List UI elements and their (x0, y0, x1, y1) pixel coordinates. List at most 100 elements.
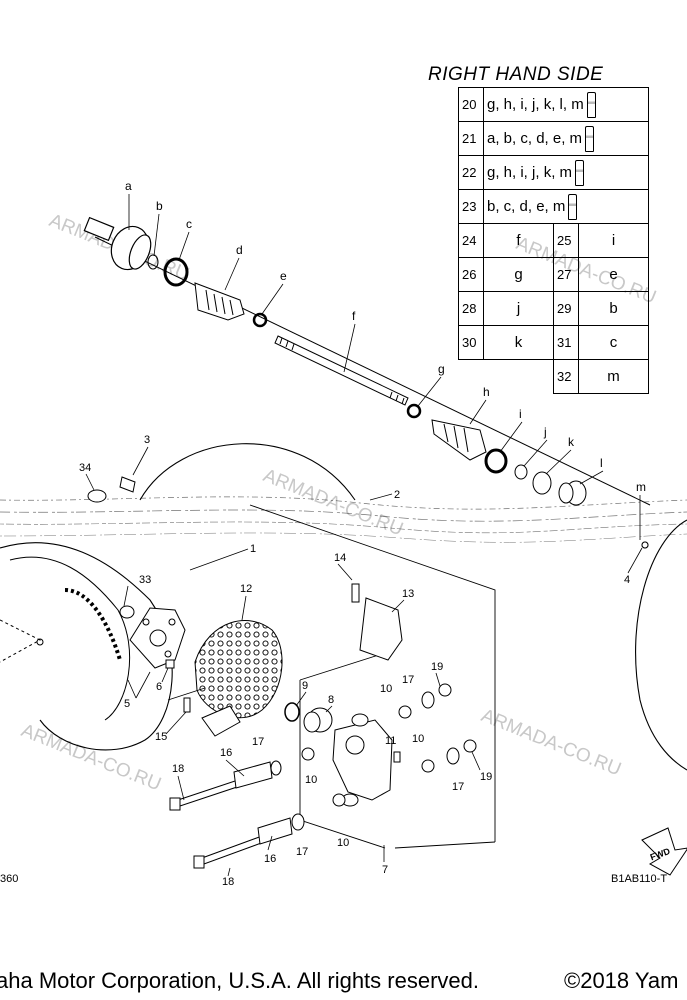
pair-num: 32 (553, 359, 579, 394)
kit-row: 22 g, h, i, j, k, m (458, 155, 649, 190)
callout-17d: 17 (296, 846, 308, 858)
kit-num: 23 (458, 189, 484, 224)
callout-6: 6 (156, 681, 162, 693)
tire-left (0, 443, 356, 751)
kit-parts-cell: b, c, d, e, m (483, 189, 649, 224)
callout-9: 9 (302, 680, 308, 692)
pair-val: e (578, 257, 649, 292)
callout-17b: 17 (402, 674, 414, 686)
callout-34: 34 (79, 462, 91, 474)
kit-parts: b, c, d, e, m (487, 197, 566, 215)
callout-7: 7 (382, 864, 388, 876)
label-letter-f: f (352, 309, 356, 323)
pair-num: 30 (458, 325, 484, 360)
watermark: ARMADA-CO.RU (18, 720, 164, 795)
scan-smear (0, 496, 687, 543)
callout-13: 13 (402, 588, 414, 600)
fwd-arrow-icon: FWD (641, 827, 687, 876)
callout-5: 5 (124, 698, 130, 710)
label-letter-g: g (438, 362, 445, 376)
kit-num: 21 (458, 121, 484, 156)
watermark: ARMADA-CO.RU (478, 705, 624, 780)
oring-k (532, 471, 552, 495)
kit-row: 20 g, h, i, j, k, l, m (458, 87, 649, 122)
label-letter-i: i (519, 407, 522, 421)
grease-bottle-icon (568, 193, 578, 220)
callout-17c: 17 (452, 781, 464, 793)
pair-num: 25 (553, 223, 579, 258)
number-leaders (85, 446, 643, 877)
callout-19a: 19 (431, 661, 443, 673)
pair-row: 32 m (459, 359, 649, 394)
letter-labels: a b c d e f g h i j k l m (125, 179, 646, 494)
label-letter-m: m (636, 480, 646, 494)
callout-19b: 19 (480, 771, 492, 783)
callout-16b: 16 (264, 853, 276, 865)
label-letter-k: k (568, 435, 575, 449)
brake-disc (194, 620, 283, 737)
pair-num: 31 (553, 325, 579, 360)
callout-8: 8 (328, 694, 334, 706)
bracket-13 (359, 597, 403, 661)
axle-axis-line (94, 236, 651, 506)
hub-bearing (303, 707, 333, 733)
callout-14: 14 (334, 552, 346, 564)
tire-right (635, 519, 687, 771)
small-bolts (87, 476, 649, 763)
pair-num: 27 (553, 257, 579, 292)
label-letter-b: b (156, 199, 163, 213)
kit-parts: g, h, i, j, k, m (487, 163, 573, 181)
grease-bottle-icon (586, 91, 596, 118)
callout-1: 1 (250, 543, 256, 555)
drive-shaft-f (274, 335, 409, 406)
kit-parts-cell: g, h, i, j, k, l, m (483, 87, 649, 122)
pair-row: 24 f 25 i (458, 223, 649, 258)
number-callouts: 1 2 3 4 5 6 7 8 9 10 10 10 10 11 12 13 1… (79, 434, 630, 888)
callout-2: 2 (394, 489, 400, 501)
callout-10c: 10 (305, 774, 317, 786)
circlip-b (147, 254, 159, 270)
callout-16a: 16 (220, 747, 232, 759)
label-letter-l: l (600, 456, 603, 470)
callout-10d: 10 (337, 837, 349, 849)
knuckle (332, 713, 393, 807)
label-letter-a: a (125, 179, 132, 193)
pair-val: k (483, 325, 554, 360)
pair-val: f (483, 223, 554, 258)
kit-legend-table: 20 g, h, i, j, k, l, m 21 a, b, c, d, e,… (458, 87, 649, 394)
label-letter-h: h (483, 385, 490, 399)
pair-num: 28 (458, 291, 484, 326)
copyright-footer-right: ©2018 Yam (564, 968, 679, 993)
kit-parts-cell: g, h, i, j, k, m (483, 155, 649, 190)
callout-15: 15 (155, 731, 167, 743)
copyright-footer-left: aha Motor Corporation, U.S.A. All rights… (0, 968, 479, 993)
pair-empty (459, 360, 484, 394)
callout-4: 4 (624, 574, 630, 586)
boot-band-c (163, 257, 189, 287)
callout-10a: 10 (380, 683, 392, 695)
kit-parts: a, b, c, d, e, m (487, 129, 583, 147)
pair-val: m (578, 359, 649, 394)
bearing-l (558, 480, 587, 506)
letter-leaders (128, 194, 641, 540)
cv-joint-outer (83, 216, 152, 271)
pair-empty (484, 360, 554, 394)
grease-bottle-icon (575, 159, 585, 186)
pair-val: b (578, 291, 649, 326)
kit-parts: g, h, i, j, k, l, m (487, 95, 584, 113)
wheel-hub (119, 605, 186, 669)
kit-row: 21 a, b, c, d, e, m (458, 121, 649, 156)
right-hand-side-title: RIGHT HAND SIDE (428, 64, 604, 85)
bolts-18 (169, 779, 265, 869)
diagram-code-left: 360 (0, 873, 19, 885)
callout-17a: 17 (252, 736, 264, 748)
pair-num: 24 (458, 223, 484, 258)
watermark: ARMADA-CO.RU (260, 465, 406, 540)
pair-val: c (578, 325, 649, 360)
boot-band-i (484, 448, 508, 474)
callout-10b: 10 (412, 733, 424, 745)
cv-boot-d (194, 282, 245, 321)
kit-row: 23 b, c, d, e, m (458, 189, 649, 224)
pair-val: j (483, 291, 554, 326)
callout-12: 12 (240, 583, 252, 595)
